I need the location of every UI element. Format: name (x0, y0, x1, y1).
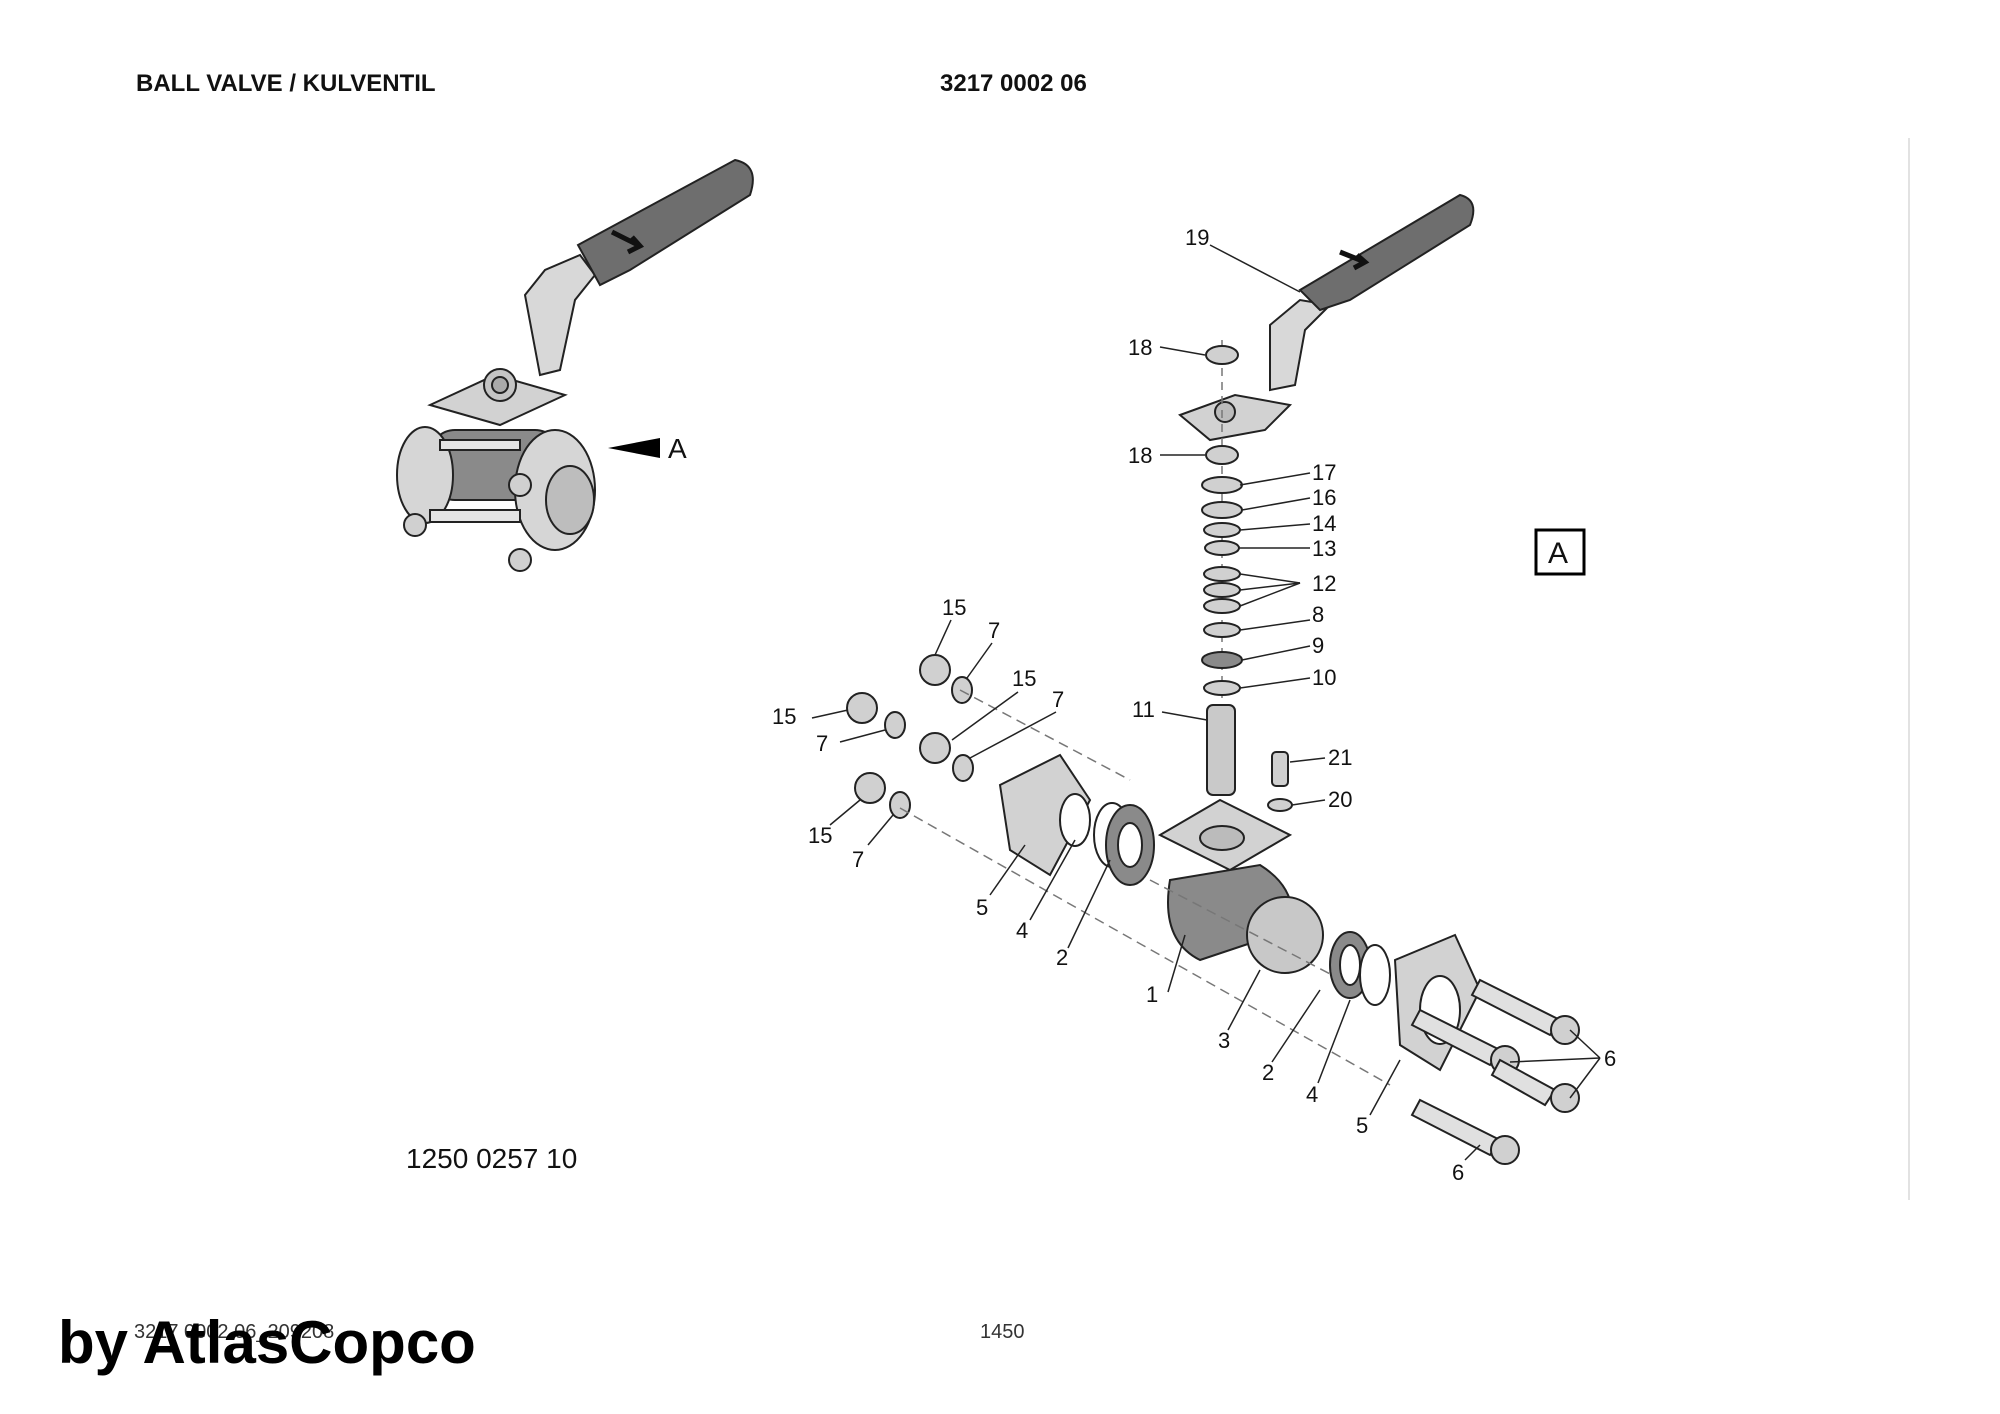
callout: 18 (1128, 335, 1152, 360)
callout: 19 (1185, 225, 1209, 250)
stem-stack (1201, 345, 1243, 796)
callout: 21 (1328, 745, 1352, 770)
callout: 10 (1312, 665, 1336, 690)
page-divider (1908, 138, 1910, 1200)
callout: 15 (1012, 666, 1036, 691)
page-number: 1450 (980, 1321, 1025, 1343)
callout: 15 (808, 823, 832, 848)
screw-and-washer (1267, 751, 1293, 812)
callout: 1 (1146, 982, 1158, 1007)
detail-box-a: A (1534, 528, 1586, 576)
callout: 15 (772, 704, 796, 729)
footer-code: 3217 0002 06_209208 (134, 1321, 335, 1343)
callout: 2 (1262, 1060, 1274, 1085)
callout: 3 (1218, 1028, 1230, 1053)
left-flange-group (998, 753, 1155, 886)
valve-body (1157, 798, 1324, 974)
callout: 12 (1312, 571, 1336, 596)
callout: 6 (1452, 1160, 1464, 1185)
leader-lines (811, 244, 1601, 1161)
callout: 5 (976, 895, 988, 920)
document-number: 3217 0002 06 (940, 70, 1087, 97)
callout: 18 (1128, 443, 1152, 468)
callout: 14 (1312, 511, 1336, 536)
view-marker-a: A (608, 433, 687, 464)
callout: 7 (852, 847, 864, 872)
callout: 11 (1132, 697, 1155, 722)
callout: 13 (1312, 536, 1336, 561)
callout: 5 (1356, 1113, 1368, 1138)
callout: 16 (1312, 485, 1336, 510)
callout: 7 (816, 731, 828, 756)
callout: 9 (1312, 633, 1324, 658)
detail-box-label: A (1548, 537, 1568, 570)
page-title: BALL VALVE / KULVENTIL (136, 70, 436, 97)
callout: 2 (1056, 945, 1068, 970)
callout: 8 (1312, 602, 1324, 627)
assembly-guide-lines (899, 689, 1391, 1086)
callout: 6 (1604, 1046, 1616, 1071)
handle-exploded (1178, 193, 1475, 442)
view-marker-label: A (668, 433, 687, 464)
reference-number: 1250 0257 10 (406, 1143, 578, 1174)
callout: 17 (1312, 460, 1336, 485)
callout: 20 (1328, 787, 1352, 812)
callout: 7 (988, 618, 1000, 643)
bolts-right (1410, 978, 1580, 1165)
assembled-valve (396, 158, 754, 572)
brand-watermark: by AtlasCopco (58, 1309, 476, 1376)
callout: 4 (1306, 1082, 1318, 1107)
callout: 4 (1016, 918, 1028, 943)
callout: 7 (1052, 687, 1064, 712)
callout: 15 (942, 595, 966, 620)
callout-labels: 19 18 18 17 16 14 13 12 8 9 10 11 21 20 … (772, 225, 1616, 1185)
nuts-washers-left (846, 654, 974, 819)
